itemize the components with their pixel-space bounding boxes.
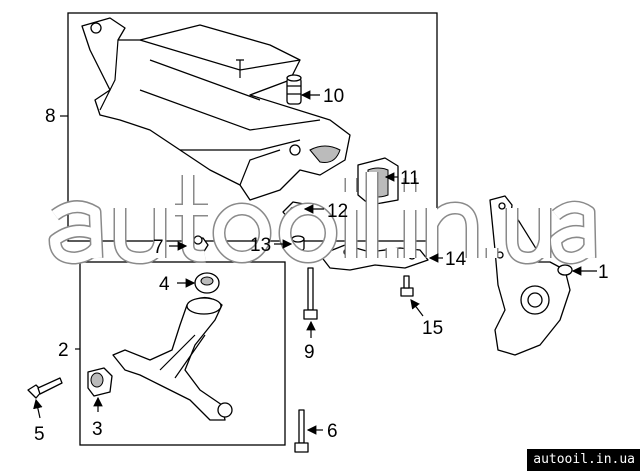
- callout-15: 15: [422, 318, 443, 339]
- front-bushing-part[interactable]: [87, 367, 113, 397]
- bolt-5-part[interactable]: [27, 377, 63, 399]
- callout-11: 11: [400, 168, 420, 189]
- callout-14: 14: [445, 249, 467, 270]
- callout-9: 9: [304, 342, 315, 363]
- callout-3: 3: [92, 419, 103, 440]
- watermark-logo: [55, 172, 590, 258]
- control-arm-group-box: [79, 261, 286, 446]
- callout-5: 5: [34, 424, 45, 445]
- callout-13: 13: [250, 235, 271, 256]
- callout-1: 1: [598, 262, 609, 283]
- callout-6: 6: [327, 421, 338, 442]
- bolt-15-part[interactable]: [400, 275, 414, 297]
- callout-2: 2: [58, 340, 69, 361]
- site-badge: autooil.in.ua: [527, 449, 640, 471]
- control-arm-bushing-part[interactable]: [194, 272, 220, 294]
- callout-12: 12: [327, 201, 348, 222]
- front-crossmember-part[interactable]: [81, 17, 351, 201]
- bolt-6-part[interactable]: [294, 409, 309, 453]
- callout-10: 10: [323, 86, 344, 107]
- lower-control-arm-part[interactable]: [112, 296, 233, 421]
- callout-8: 8: [45, 106, 56, 127]
- callout-7: 7: [153, 237, 164, 258]
- bump-stop-part[interactable]: [286, 74, 302, 105]
- crossmember-group-box: [67, 12, 438, 242]
- callout-4: 4: [159, 274, 170, 295]
- leader-lines: [33, 90, 597, 435]
- steering-knuckle-part[interactable]: [489, 195, 573, 356]
- bolt-9-part[interactable]: [303, 267, 318, 320]
